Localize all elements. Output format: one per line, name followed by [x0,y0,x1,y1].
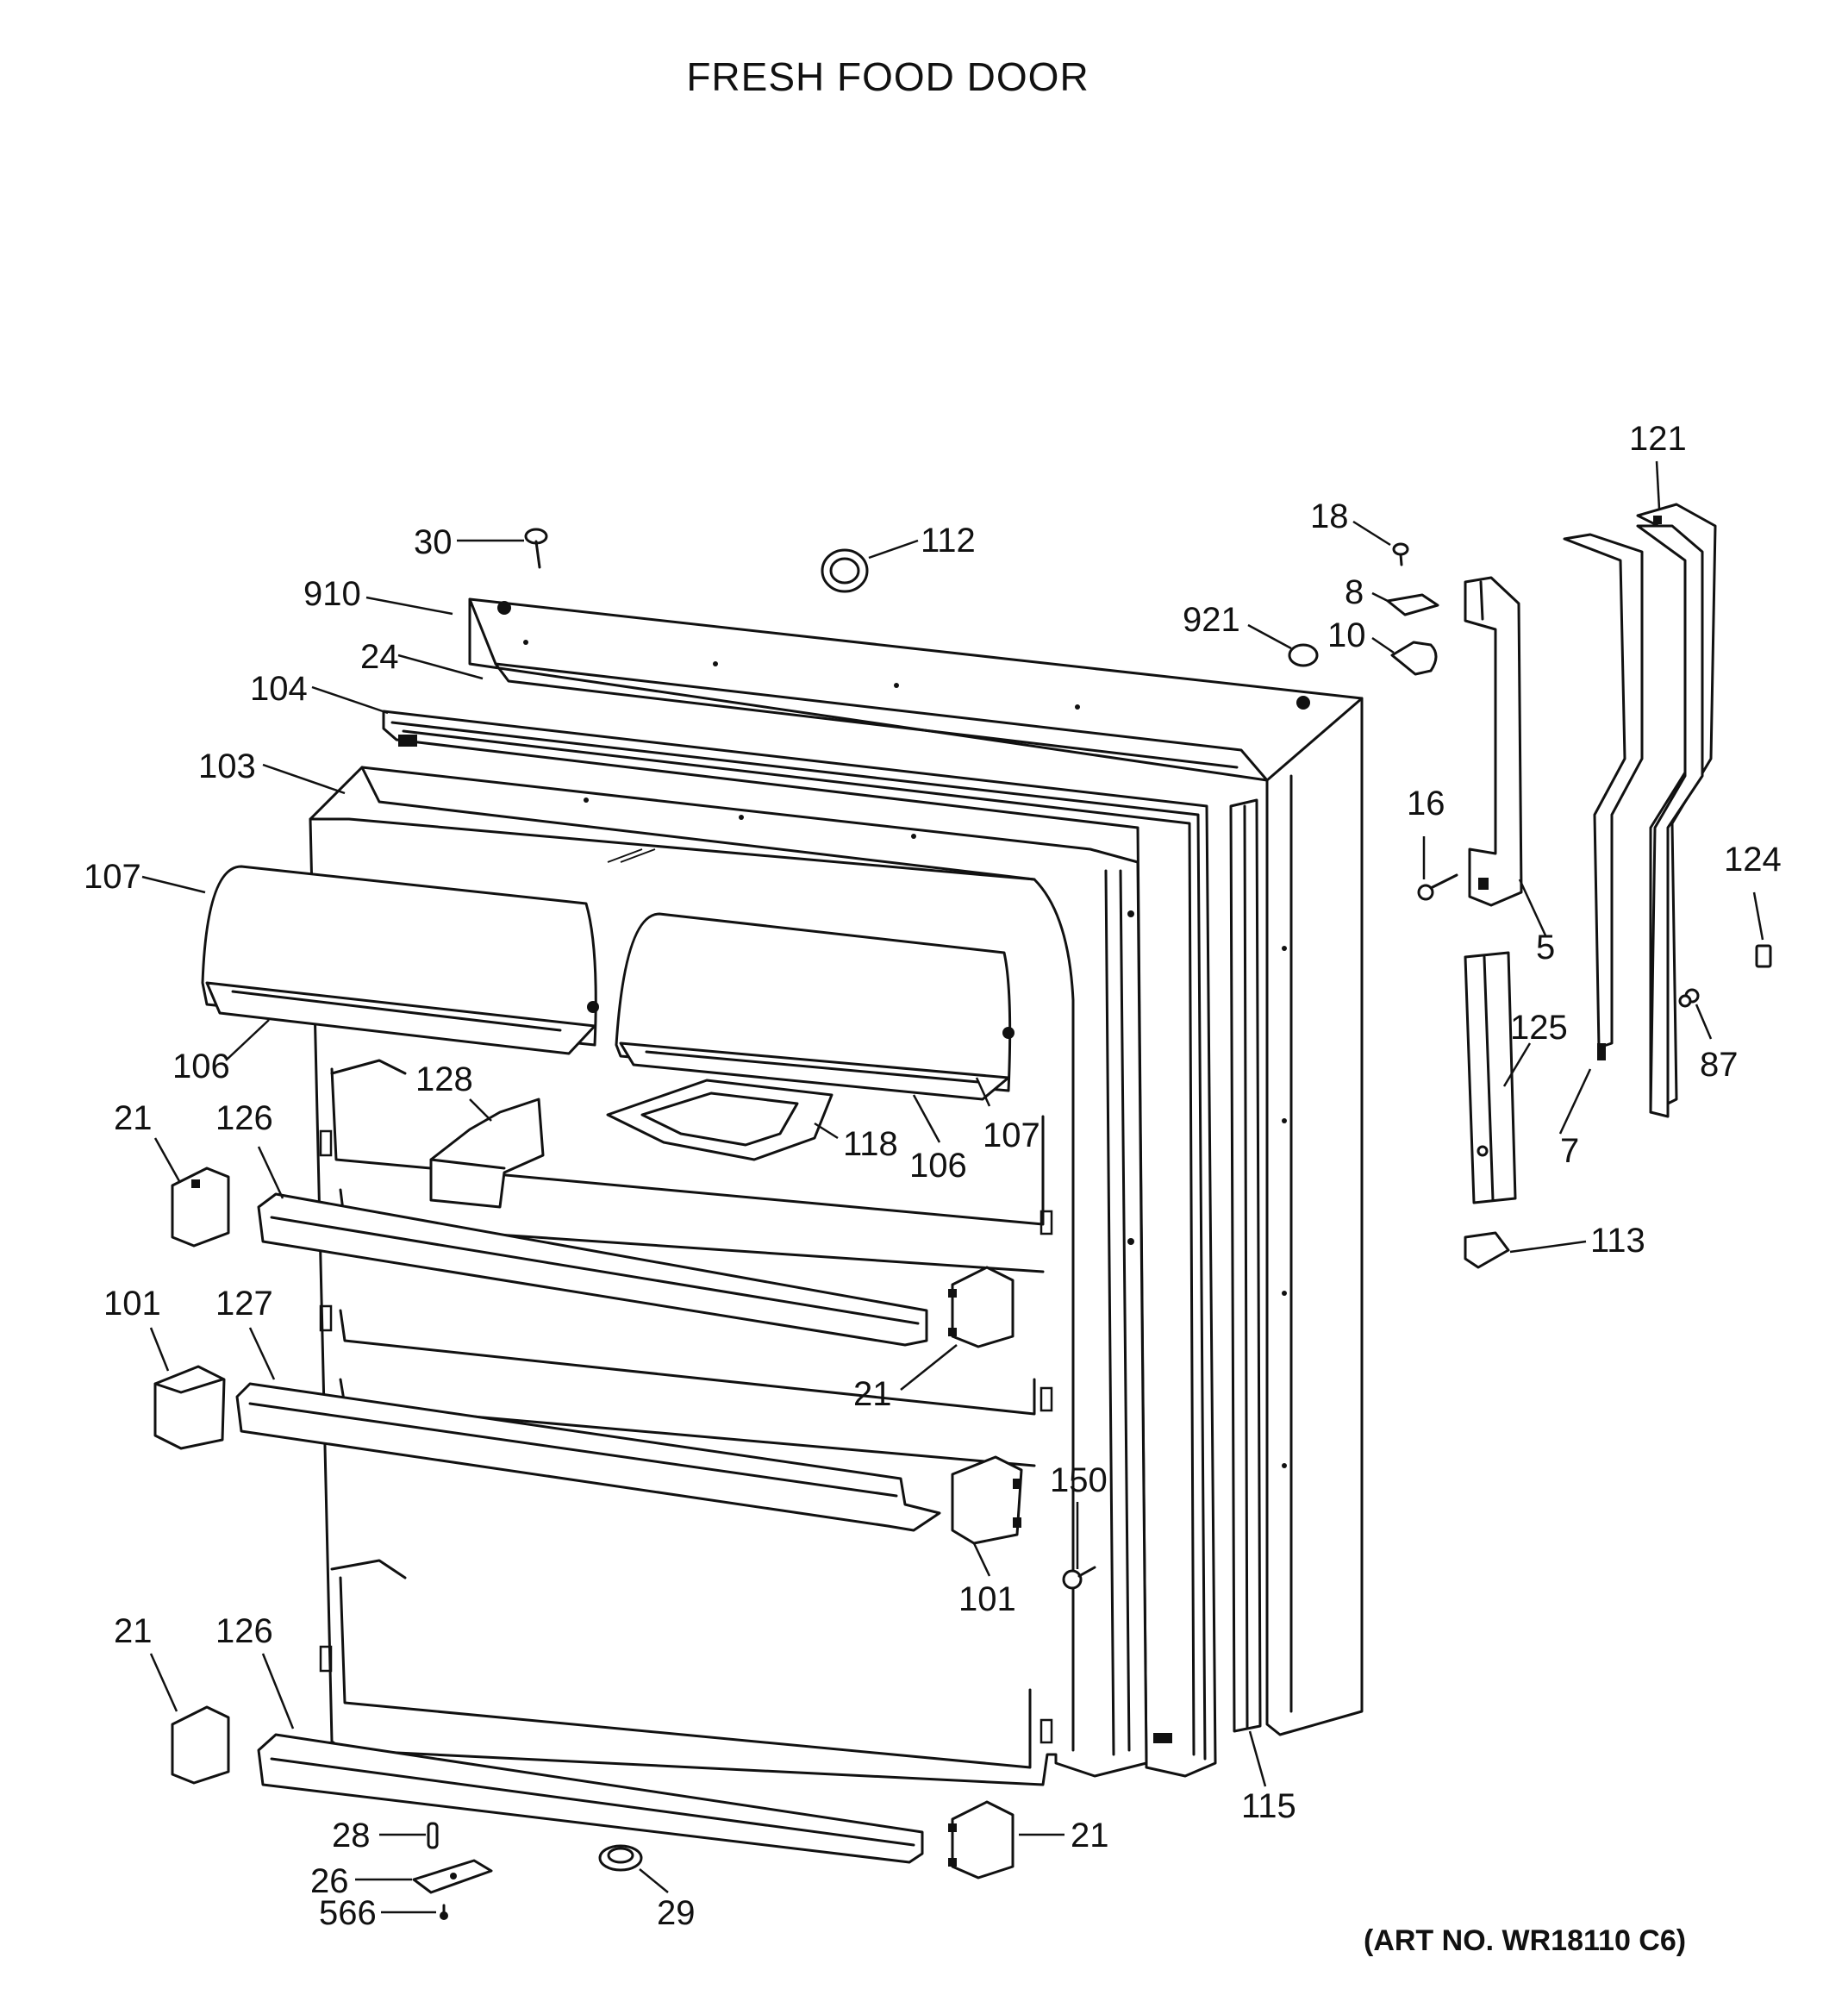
part-label: 150 [1050,1461,1108,1499]
part-label: 21 [1071,1817,1109,1855]
shelf-end-cap-21-left-lower [171,1705,230,1785]
hinge-strap-7 [1563,524,1704,1118]
part-label: 21 [114,1099,153,1137]
part-label: 921 [1183,601,1240,639]
egg-tray [606,1079,833,1161]
shelf-end-cap-101-right [951,1455,1023,1545]
part-label: 29 [657,1894,696,1932]
part-label: 126 [215,1612,273,1650]
shelf-end-cap-21-right-upper [948,1266,1015,1348]
dairy-compartment-right [615,912,1015,1101]
part-label: 18 [1310,497,1349,535]
part-label: 7 [1560,1132,1579,1170]
part-label: 106 [172,1048,230,1085]
screw-16 [1417,873,1458,901]
trim-125 [1464,951,1517,1204]
screw-30 [524,528,548,569]
part-label: 101 [958,1580,1016,1618]
part-label: 28 [332,1817,371,1855]
shelf-end-cap-21-left-upper [171,1166,230,1248]
shelf-bar-middle [235,1382,941,1532]
part-label: 21 [114,1612,153,1650]
plug-112 [821,548,869,593]
cap-113 [1464,1231,1510,1269]
diagram-title: FRESH FOOD DOOR [686,54,1089,99]
part-label: 16 [1407,785,1445,822]
part-label: 127 [215,1285,273,1323]
clip-124 [1755,944,1772,968]
part-label: 101 [103,1285,161,1323]
part-label: 8 [1345,573,1364,611]
shelf-end-cap-21-right-lower [948,1800,1015,1880]
part-label: 128 [415,1060,473,1098]
pin-28 [427,1822,439,1849]
latch-bracket [429,1098,545,1209]
part-label: 125 [1510,1009,1568,1047]
part-label: 21 [853,1375,892,1413]
plug-29 [598,1844,643,1872]
part-label: 107 [983,1116,1040,1154]
part-label: 30 [414,523,453,561]
door-handle-5 [1464,576,1523,907]
dairy-compartment-left [201,865,599,1055]
part-label: 10 [1327,616,1366,654]
plug-921 [1288,643,1319,667]
part-label: 24 [360,638,399,676]
art-number: (ART NO. WR18110 C6) [1364,1924,1687,1957]
outer-door-panel [468,597,1364,1736]
shelf-bar-upper [257,1192,928,1347]
shelf-bar-lower [257,1733,924,1864]
leader-lines [141,460,1764,1914]
part-label: 107 [84,858,141,896]
part-label: 112 [921,522,976,560]
part-label: 118 [843,1125,898,1163]
part-label: 115 [1241,1787,1296,1825]
part-label: 121 [1629,420,1687,458]
part-label: 5 [1536,929,1555,966]
spring-87 [1678,988,1700,1008]
part-label: 26 [310,1862,349,1900]
part-label: 103 [198,747,256,785]
part-label: 87 [1700,1046,1739,1084]
part-label: 566 [319,1894,377,1932]
shelf-end-cap-101-left [153,1365,226,1450]
plate-26 [412,1859,493,1894]
side-trim-strip [1229,798,1262,1733]
part-label: 124 [1724,841,1782,879]
part-label: 126 [215,1099,273,1137]
hinge-clip-10 [1390,641,1438,676]
hinge-plate-8 [1386,593,1439,616]
part-label: 910 [303,575,361,613]
screw-150 [1062,1566,1096,1590]
screw-18 [1392,542,1409,566]
door-gasket [382,710,1217,1778]
screw-566 [440,1904,448,1920]
part-label: 104 [250,670,308,708]
part-label: 106 [909,1147,967,1185]
part-label: 113 [1590,1222,1645,1260]
